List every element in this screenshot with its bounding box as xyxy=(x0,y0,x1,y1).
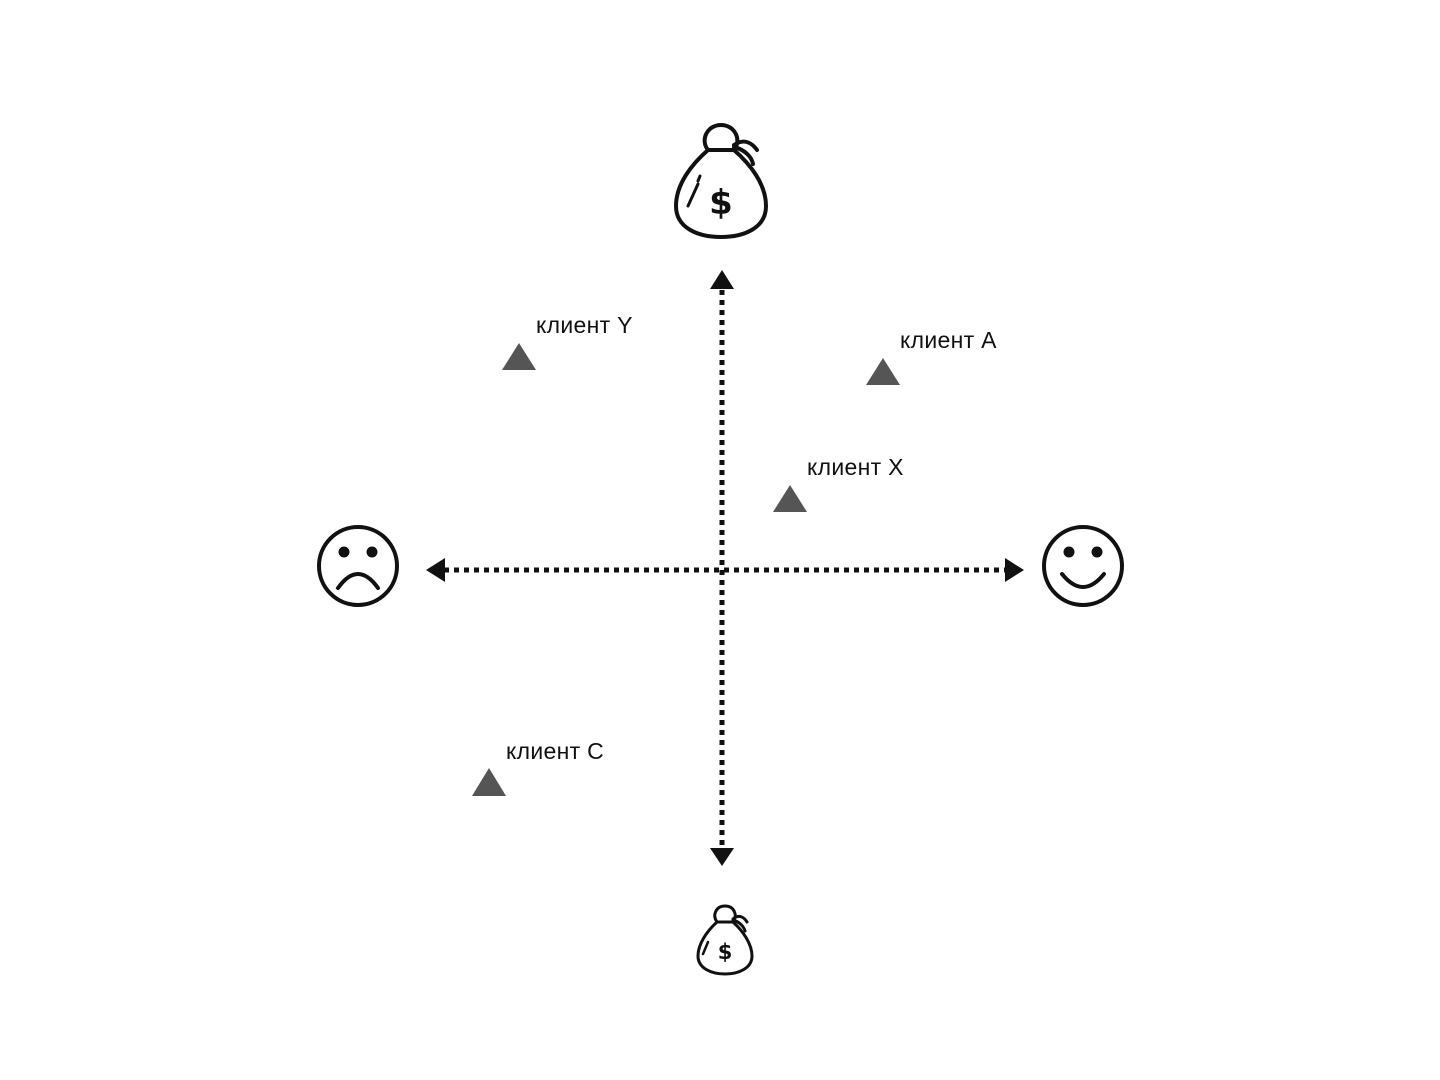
svg-text:$: $ xyxy=(709,183,733,223)
client-c: клиент C xyxy=(472,738,604,796)
client-a-label: клиент A xyxy=(900,327,997,353)
client-x: клиент X xyxy=(773,454,904,512)
client-a: клиент A xyxy=(866,327,997,385)
vertical-axis xyxy=(710,270,734,866)
client-x-marker xyxy=(773,485,807,512)
client-y-marker xyxy=(502,343,536,370)
client-y: клиент Y xyxy=(502,312,633,370)
client-x-label: клиент X xyxy=(807,454,904,480)
client-a-marker xyxy=(866,358,900,385)
horizontal-axis xyxy=(426,558,1024,582)
arrow-right-head xyxy=(1005,558,1024,582)
sad-face-icon xyxy=(317,525,399,607)
client-c-marker xyxy=(472,768,506,796)
client-c-label: клиент C xyxy=(506,738,604,764)
arrow-down-head xyxy=(710,848,734,866)
arrow-left-head xyxy=(426,558,445,582)
happy-face-icon xyxy=(1042,525,1124,607)
money-bag-large-icon: $ xyxy=(674,123,768,239)
arrow-up-head xyxy=(710,270,734,289)
svg-text:$: $ xyxy=(718,940,733,964)
client-y-label: клиент Y xyxy=(536,312,633,338)
money-bag-small-icon: $ xyxy=(696,904,754,976)
